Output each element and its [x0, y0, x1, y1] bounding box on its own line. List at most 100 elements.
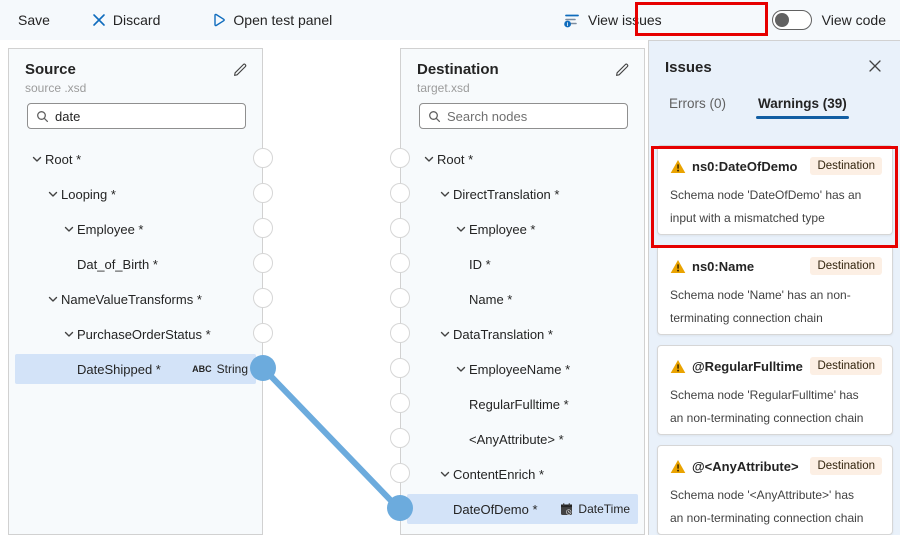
tree-node-label: DataTranslation * [453, 326, 553, 342]
source-search-input[interactable] [55, 108, 237, 124]
view-code-toggle[interactable] [771, 10, 812, 30]
chevron-down-icon[interactable] [453, 223, 469, 235]
connection-point-active[interactable] [250, 355, 276, 381]
source-search-box [27, 103, 246, 129]
destination-badge: Destination [810, 257, 882, 275]
discard-button[interactable]: Discard [84, 6, 168, 34]
tree-node[interactable]: RegularFulltime * [407, 389, 638, 419]
tree-node-label: DateShipped * [77, 361, 161, 377]
tree-node[interactable]: Dat_of_Birth * [15, 249, 256, 279]
tree-node-label: Root * [437, 151, 474, 167]
connection-point[interactable] [253, 148, 273, 168]
tree-node[interactable]: DirectTranslation * [407, 179, 638, 209]
tree-node-label: Employee * [77, 221, 144, 237]
chevron-down-icon[interactable] [45, 188, 61, 200]
search-icon [36, 110, 49, 123]
edit-source-schema-icon[interactable] [232, 62, 248, 78]
tree-node-label: Dat_of_Birth * [77, 256, 158, 272]
connection-line[interactable] [260, 365, 403, 513]
tree-node[interactable]: Root * [15, 144, 256, 174]
connection-point-active[interactable] [387, 495, 413, 521]
chevron-down-icon[interactable] [453, 363, 469, 375]
close-icon[interactable] [868, 59, 882, 76]
tree-node[interactable]: ContentEnrich * [407, 459, 638, 489]
destination-panel-title: Destination [417, 61, 499, 78]
tree-node[interactable]: NameValueTransforms * [15, 284, 256, 314]
source-panel-title: Source [25, 61, 76, 78]
tree-node[interactable]: DataTranslation * [407, 319, 638, 349]
connection-point[interactable] [390, 183, 410, 203]
warning-message: Schema node 'RegularFulltime' has an non… [670, 388, 864, 425]
tree-node[interactable]: Name * [407, 284, 638, 314]
connection-point[interactable] [390, 393, 410, 413]
warning-triangle-icon [670, 259, 686, 274]
svg-text:i: i [567, 22, 569, 28]
warning-card[interactable]: @<AnyAttribute> Destination Schema node … [657, 445, 893, 535]
tree-node[interactable]: DateOfDemo * DateTime [407, 494, 638, 524]
tree-node[interactable]: <AnyAttribute> * [407, 424, 638, 454]
tree-node[interactable]: Looping * [15, 179, 256, 209]
tree-node-label: ContentEnrich * [453, 466, 545, 482]
tab-warnings[interactable]: Warnings (39) [746, 90, 859, 121]
tree-node[interactable]: PurchaseOrderStatus * [15, 319, 256, 349]
connection-point[interactable] [390, 148, 410, 168]
warning-card[interactable]: @RegularFulltime Destination Schema node… [657, 345, 893, 435]
view-code-label: View code [821, 12, 886, 28]
connection-point[interactable] [390, 218, 410, 238]
destination-panel: Destination target.xsd Root * DirectTran… [400, 48, 645, 535]
chevron-down-icon[interactable] [421, 153, 437, 165]
chevron-down-icon[interactable] [45, 293, 61, 305]
connection-point[interactable] [253, 183, 273, 203]
connection-point[interactable] [253, 253, 273, 273]
warning-node-name: ns0:Name [692, 258, 755, 274]
edit-destination-schema-icon[interactable] [614, 62, 630, 78]
data-type-label: String [216, 362, 248, 376]
warning-triangle-icon [670, 459, 686, 474]
tree-node-label: DirectTranslation * [453, 186, 560, 202]
warning-card[interactable]: ns0:Name Destination Schema node 'Name' … [657, 245, 893, 335]
chevron-down-icon[interactable] [61, 223, 77, 235]
issues-panel: Issues Errors (0) Warnings (39) ns0:Date… [648, 40, 900, 535]
chevron-down-icon[interactable] [61, 328, 77, 340]
destination-search-input[interactable] [447, 108, 619, 124]
view-issues-icon: i [563, 11, 581, 29]
connection-point[interactable] [390, 323, 410, 343]
tree-node-label: PurchaseOrderStatus * [77, 326, 211, 342]
connection-point[interactable] [253, 218, 273, 238]
calendar-clock-icon [560, 502, 573, 516]
tree-node-label: Employee * [469, 221, 536, 237]
connection-point[interactable] [390, 358, 410, 378]
tree-node-label: RegularFulltime * [469, 396, 569, 412]
data-type-label: DateTime [578, 502, 630, 516]
chevron-down-icon[interactable] [437, 188, 453, 200]
chevron-down-icon[interactable] [29, 153, 45, 165]
connection-point[interactable] [253, 323, 273, 343]
connection-point[interactable] [390, 253, 410, 273]
tree-node[interactable]: EmployeeName * [407, 354, 638, 384]
warning-card[interactable]: ns0:DateOfDemo Destination Schema node '… [657, 145, 893, 235]
connection-point[interactable] [390, 288, 410, 308]
issues-tabs: Errors (0) Warnings (39) [649, 76, 900, 121]
source-schema-filename: source .xsd [25, 81, 87, 95]
tree-node[interactable]: Root * [407, 144, 638, 174]
warning-node-name: @<AnyAttribute> [692, 458, 799, 474]
tree-node-label: Looping * [61, 186, 116, 202]
chevron-down-icon[interactable] [437, 468, 453, 480]
view-issues-button[interactable]: i View issues [555, 5, 670, 35]
play-icon [212, 13, 226, 27]
tree-node[interactable]: ID * [407, 249, 638, 279]
connection-point[interactable] [390, 428, 410, 448]
search-icon [428, 110, 441, 123]
connection-point[interactable] [390, 463, 410, 483]
tab-errors[interactable]: Errors (0) [669, 96, 726, 111]
open-test-panel-button[interactable]: Open test panel [204, 6, 340, 34]
destination-search-box [419, 103, 628, 129]
tree-node[interactable]: Employee * [407, 214, 638, 244]
chevron-down-icon[interactable] [437, 328, 453, 340]
warning-node-name: ns0:DateOfDemo [692, 158, 798, 174]
connection-point[interactable] [253, 288, 273, 308]
save-button[interactable]: Save [10, 6, 58, 34]
tree-node[interactable]: Employee * [15, 214, 256, 244]
